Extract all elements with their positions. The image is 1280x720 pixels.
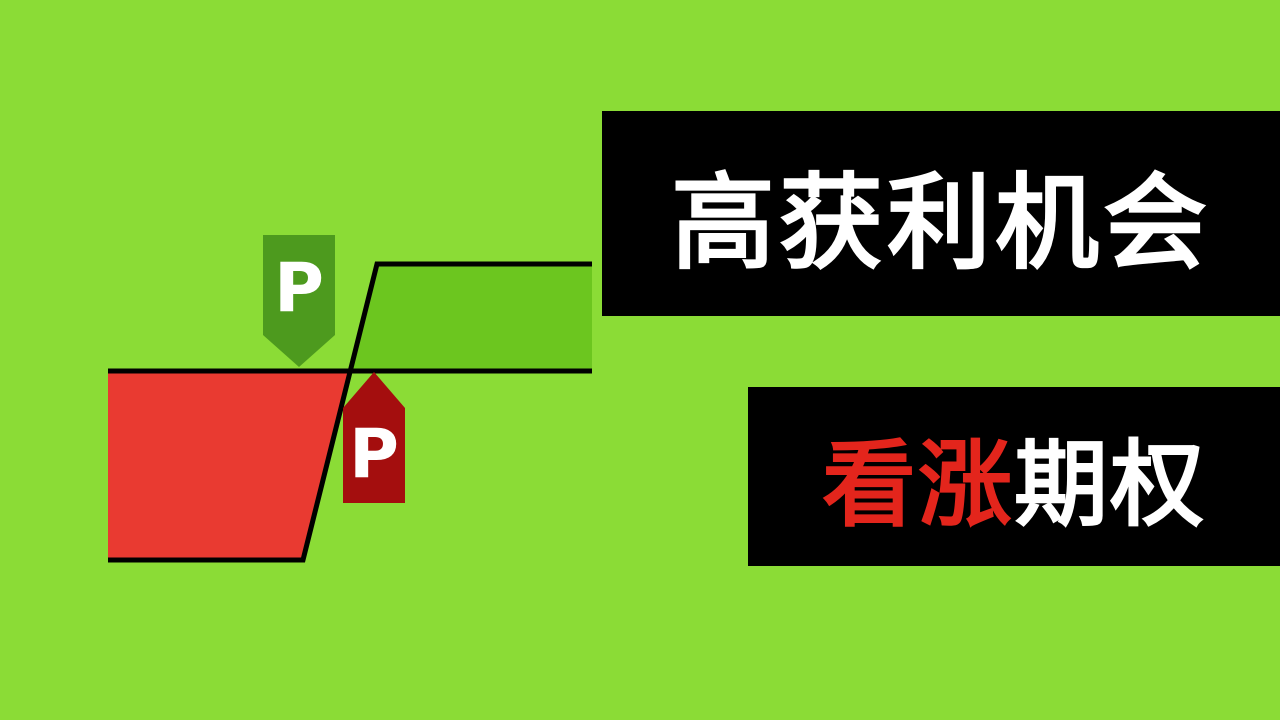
premium-down-marker-icon	[263, 235, 335, 367]
profit-region	[350, 264, 592, 371]
title-text: 高获利机会	[670, 162, 1211, 284]
premium-up-marker-icon	[343, 372, 405, 503]
loss-region	[108, 371, 350, 560]
payoff-line	[108, 261, 592, 563]
title-banner: 高获利机会	[602, 111, 1280, 316]
premium-down-marker-label: P	[274, 249, 324, 328]
subtitle-text-plain: 期权	[1014, 430, 1207, 540]
subtitle-banner: 看涨期权	[748, 387, 1280, 566]
subtitle-text-highlighted: 看涨	[821, 430, 1014, 540]
premium-up-marker-label: P	[349, 415, 399, 494]
